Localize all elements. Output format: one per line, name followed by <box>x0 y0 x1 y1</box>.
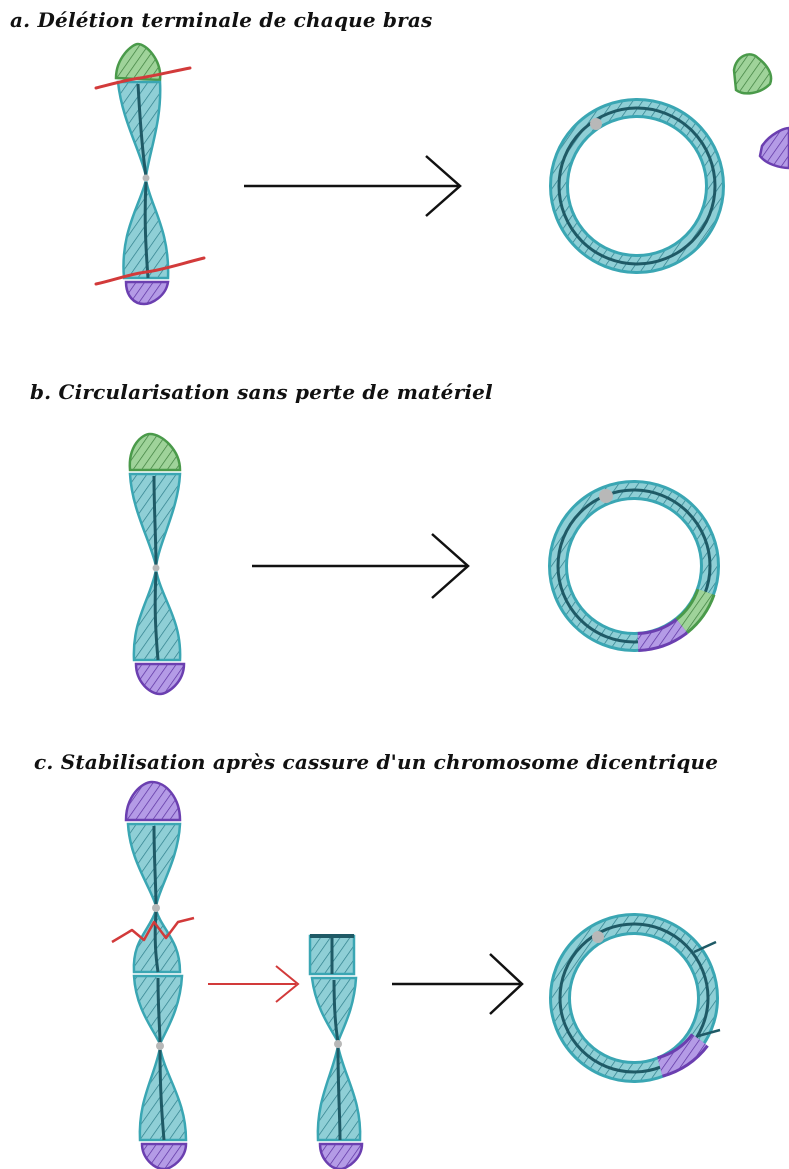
fragment-green <box>734 54 771 93</box>
centromere-dot-icon <box>599 489 613 503</box>
right-arrow-icon <box>252 534 468 598</box>
centromere-dot-icon <box>153 565 160 572</box>
centromere-dot-icon <box>592 931 604 943</box>
section-c-ring-chromosome <box>560 924 720 1072</box>
red-arrow-icon <box>208 966 298 1002</box>
section-c-dicentric-chromosome <box>112 782 194 1169</box>
section-b-ring-chromosome <box>558 489 710 642</box>
centromere-dot-icon <box>590 118 602 130</box>
telomere-purple <box>142 1144 186 1169</box>
right-arrow-icon <box>392 954 522 1014</box>
section-a-ring-chromosome <box>559 108 715 264</box>
telomere-purple <box>126 282 168 304</box>
telomere-green <box>130 434 180 470</box>
centromere-dot-icon <box>156 1042 164 1050</box>
centromere-dot-icon <box>143 175 150 182</box>
centromere-dot-icon <box>152 904 160 912</box>
section-a-linear-chromosome <box>96 44 204 304</box>
telomere-purple <box>136 664 184 694</box>
section-b-linear-chromosome <box>130 434 184 694</box>
telomere-purple <box>126 782 180 820</box>
telomere-purple <box>320 1144 362 1169</box>
section-c-broken-fragment <box>310 936 362 1169</box>
fragment-purple <box>760 128 789 168</box>
centromere-dot-icon <box>334 1040 342 1048</box>
right-arrow-icon <box>244 156 460 216</box>
